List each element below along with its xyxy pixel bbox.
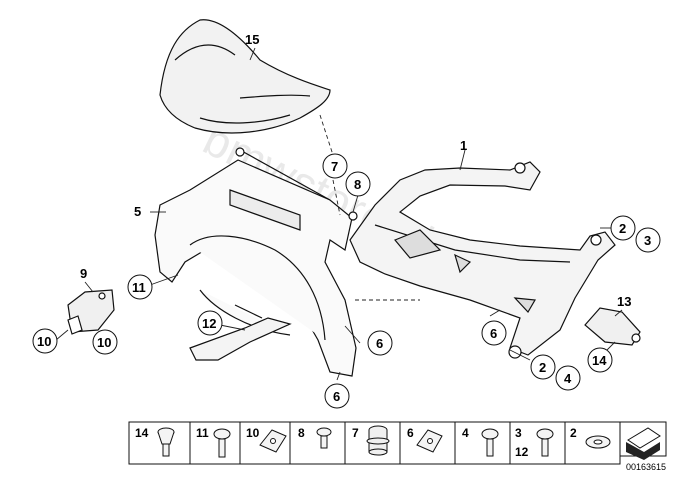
callout-12: 12 (202, 316, 216, 331)
callout-2-top: 2 (619, 221, 626, 236)
diagram-id: 00163615 (626, 462, 666, 472)
callout-4: 4 (564, 371, 572, 386)
legend-num-10: 10 (246, 426, 260, 440)
part-9-clip (67, 289, 115, 335)
legend-num-7: 7 (352, 426, 359, 440)
callout-8: 8 (354, 177, 361, 192)
part-1-frame (349, 161, 616, 359)
screw-icon (213, 428, 231, 458)
callout-3: 3 (644, 233, 651, 248)
screw-icon (316, 427, 332, 449)
callout-2-bottom: 2 (539, 360, 546, 375)
legend-num-14: 14 (135, 426, 149, 440)
screw-icon (481, 428, 499, 457)
washer-icon (585, 435, 611, 449)
callout-1: 1 (460, 138, 467, 153)
callout-9: 9 (80, 266, 87, 281)
legend-num-2: 2 (570, 426, 577, 440)
part-15-cover (159, 19, 331, 134)
part-12-bracket (189, 304, 292, 361)
callout-6-bottom: 6 (333, 389, 340, 404)
callout-6-right: 6 (490, 326, 497, 341)
arrow-icon (626, 427, 661, 460)
callout-15: 15 (245, 32, 259, 47)
plug-icon (157, 427, 175, 457)
clip-nut-icon (259, 429, 287, 453)
part-13-clip (584, 307, 641, 346)
callout-5: 5 (134, 204, 141, 219)
screw-icon (536, 428, 554, 457)
legend-num-8: 8 (298, 426, 305, 440)
legend-num-3: 3 (515, 426, 522, 440)
callout-14: 14 (592, 353, 607, 368)
clip-nut-icon (416, 429, 443, 453)
legend-num-11: 11 (196, 426, 209, 440)
parts-legend: 14 11 10 8 7 (128, 421, 667, 472)
callout-11: 11 (132, 280, 146, 295)
leader-lines (55, 47, 623, 381)
callout-13: 13 (617, 294, 631, 309)
callout-10-right: 10 (97, 335, 111, 350)
callout-10-left: 10 (37, 334, 51, 349)
callout-6-mid: 6 (376, 336, 383, 351)
legend-num-12: 12 (515, 445, 529, 459)
callout-7: 7 (331, 159, 338, 174)
legend-num-6: 6 (407, 426, 414, 440)
legend-num-4: 4 (462, 426, 469, 440)
callouts: 15 7 8 1 5 2 3 9 11 12 10 10 6 6 6 2 4 1… (32, 32, 661, 409)
grommet-icon (366, 425, 390, 456)
